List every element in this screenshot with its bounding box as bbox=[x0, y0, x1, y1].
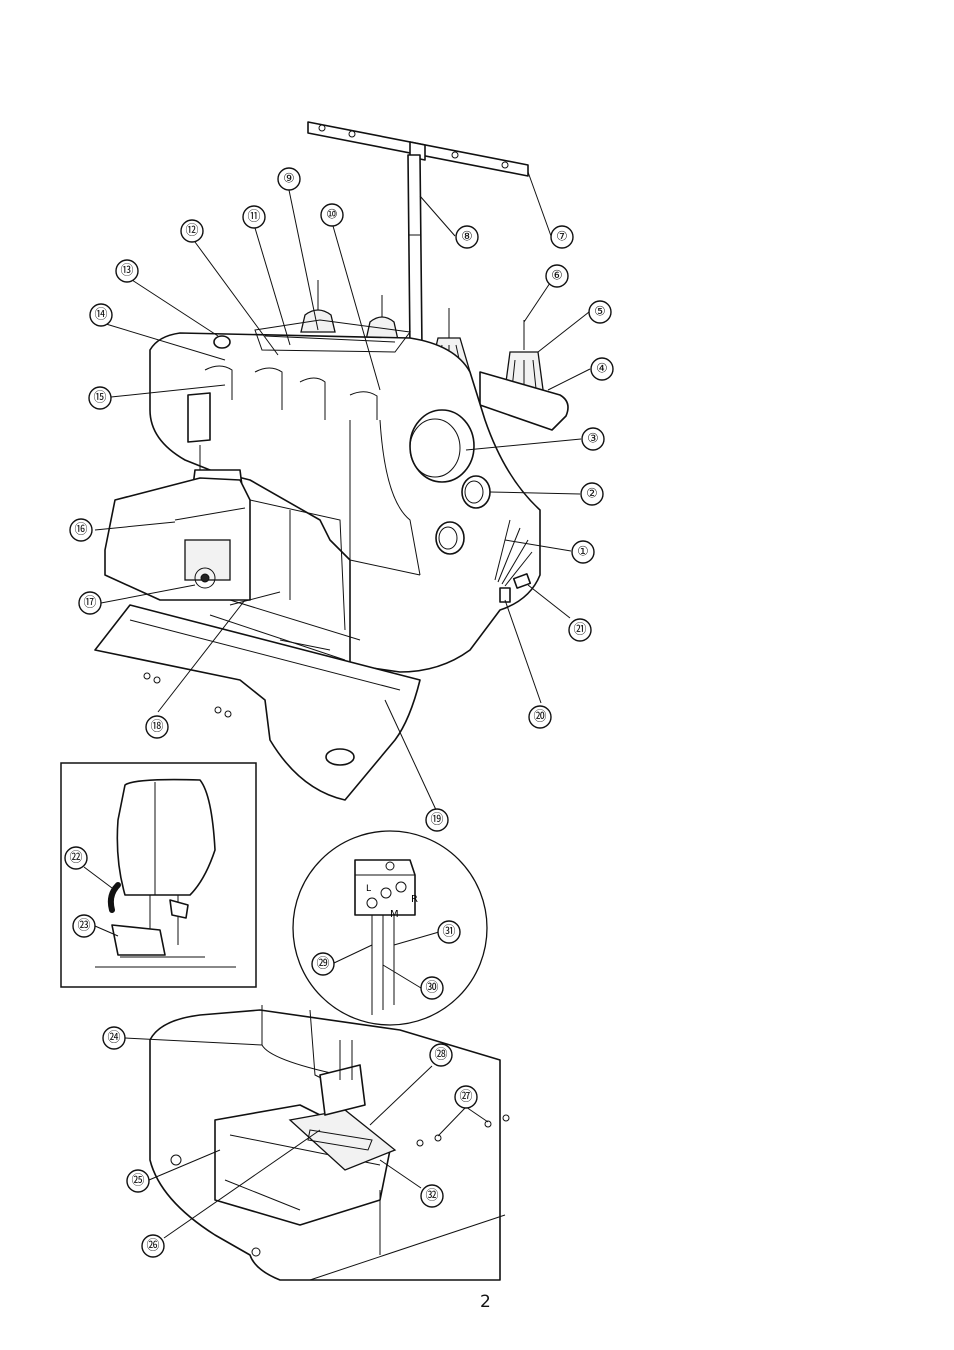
svg-text:㉗: ㉗ bbox=[459, 1090, 472, 1105]
svg-text:⑮: ⑮ bbox=[93, 391, 106, 406]
callout-6: ⑥ bbox=[546, 265, 568, 287]
callout-21: ㉑ bbox=[569, 619, 591, 641]
svg-text:④: ④ bbox=[596, 362, 608, 377]
svg-text:⑪: ⑪ bbox=[247, 210, 260, 225]
coverstitch-area-illustration bbox=[150, 1005, 509, 1280]
callout-12: ⑫ bbox=[181, 220, 203, 242]
callout-27: ㉗ bbox=[455, 1086, 477, 1108]
callout-10: ⑩ bbox=[321, 204, 343, 226]
svg-text:⑭: ⑭ bbox=[94, 308, 107, 323]
svg-text:㉑: ㉑ bbox=[573, 623, 586, 638]
callout-17: ⑰ bbox=[79, 592, 101, 614]
callout-1: ① bbox=[572, 541, 594, 563]
callout-14: ⑭ bbox=[90, 304, 112, 326]
svg-text:⑨: ⑨ bbox=[283, 172, 295, 187]
callout-11: ⑪ bbox=[243, 206, 265, 228]
callout-9: ⑨ bbox=[278, 168, 300, 190]
svg-text:⑰: ⑰ bbox=[83, 596, 96, 611]
callout-3: ③ bbox=[582, 428, 604, 450]
callout-20: ⑳ bbox=[529, 706, 551, 728]
callout-7: ⑦ bbox=[551, 226, 573, 248]
svg-text:⑧: ⑧ bbox=[461, 230, 473, 245]
svg-text:㉜: ㉜ bbox=[425, 1189, 438, 1204]
svg-text:㉔: ㉔ bbox=[107, 1031, 120, 1046]
callout-2: ② bbox=[581, 483, 603, 505]
svg-text:㉒: ㉒ bbox=[69, 851, 82, 866]
callout-16: ⑯ bbox=[70, 519, 92, 541]
svg-text:⑯: ⑯ bbox=[74, 523, 87, 538]
callout-8: ⑧ bbox=[456, 226, 478, 248]
callout-4: ④ bbox=[591, 358, 613, 380]
svg-text:㉙: ㉙ bbox=[316, 957, 329, 972]
callout-5: ⑤ bbox=[589, 301, 611, 323]
svg-text:㉖: ㉖ bbox=[146, 1239, 159, 1254]
callout-23: ㉓ bbox=[73, 915, 95, 937]
svg-text:㉛: ㉛ bbox=[442, 925, 455, 940]
svg-text:㉘: ㉘ bbox=[434, 1048, 447, 1063]
callout-28: ㉘ bbox=[430, 1044, 452, 1066]
svg-text:⑱: ⑱ bbox=[150, 720, 163, 735]
page-number: 2 bbox=[480, 1292, 491, 1312]
callout-31: ㉛ bbox=[438, 921, 460, 943]
svg-text:②: ② bbox=[586, 487, 598, 502]
callout-32: ㉜ bbox=[421, 1185, 443, 1207]
svg-text:⑦: ⑦ bbox=[556, 230, 568, 245]
callout-24: ㉔ bbox=[103, 1027, 125, 1049]
svg-text:㉓: ㉓ bbox=[77, 919, 90, 934]
needle-clamp-left-label: L bbox=[366, 884, 371, 894]
callout-25: ㉕ bbox=[127, 1170, 149, 1192]
callout-30: ㉚ bbox=[421, 977, 443, 999]
svg-text:㉕: ㉕ bbox=[131, 1174, 144, 1189]
presser-foot-lifter-inset bbox=[61, 763, 256, 987]
svg-text:㉚: ㉚ bbox=[425, 981, 438, 996]
callout-18: ⑱ bbox=[146, 716, 168, 738]
svg-text:⑤: ⑤ bbox=[594, 305, 606, 320]
svg-text:⑩: ⑩ bbox=[326, 208, 338, 223]
callout-15: ⑮ bbox=[89, 387, 111, 409]
svg-text:⑫: ⑫ bbox=[185, 224, 198, 239]
needle-clamp-right-label: R bbox=[411, 894, 418, 905]
svg-text:③: ③ bbox=[587, 432, 599, 447]
callout-29: ㉙ bbox=[312, 953, 334, 975]
callout-22: ㉒ bbox=[65, 847, 87, 869]
svg-text:⑥: ⑥ bbox=[551, 269, 563, 284]
svg-text:⑳: ⑳ bbox=[533, 710, 546, 725]
svg-text:⑲: ⑲ bbox=[430, 813, 443, 828]
callout-13: ⑬ bbox=[116, 260, 138, 282]
callout-26: ㉖ bbox=[142, 1235, 164, 1257]
callout-19: ⑲ bbox=[426, 809, 448, 831]
svg-text:①: ① bbox=[577, 545, 589, 560]
svg-text:⑬: ⑬ bbox=[120, 264, 133, 279]
